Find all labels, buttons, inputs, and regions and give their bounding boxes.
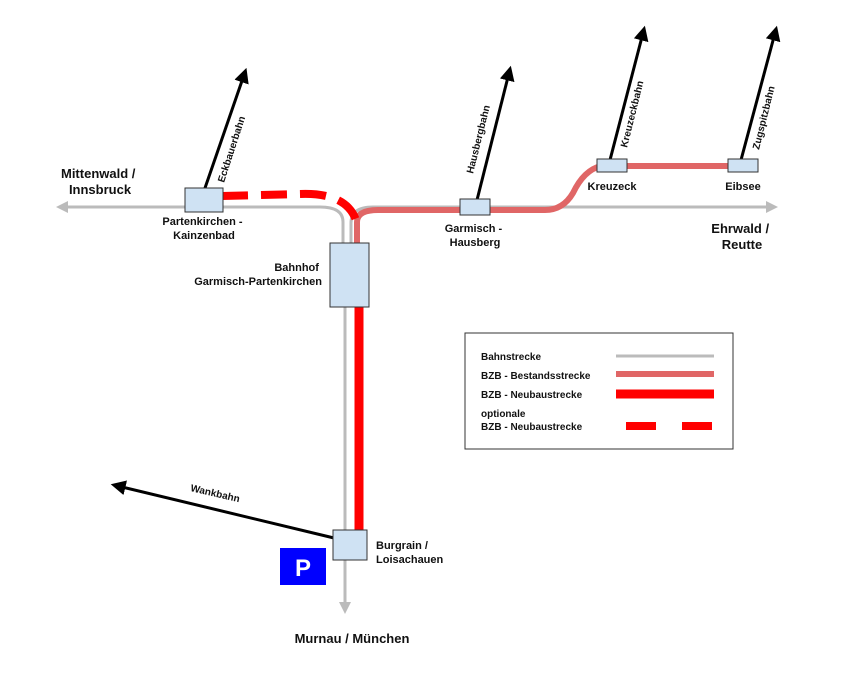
destination-west: Mittenwald / Innsbruck [61,166,139,197]
station-bahnhof-box [329,242,370,308]
cableway-wank-label: Wankbahn [189,483,240,505]
cableway-wank-arrow [110,480,335,540]
station-partenkirchen-label: Partenkirchen - Kainzenbad [162,216,245,242]
station-kreuzeck-box [596,158,628,173]
stations [184,158,759,561]
station-burgrain-label: Burgrain / Loisachauen [376,540,444,566]
legend-optional-label: optionale BZB - Neubaustrecke [481,409,583,433]
station-eibsee-box [727,158,759,173]
station-kreuzeck-label: Kreuzeck [588,181,638,193]
cableway-hausberg-label: Hausbergbahn [465,104,493,175]
cableway-eckbauer-arrow [203,67,249,189]
cableway-hausberg-arrow [475,65,515,201]
destination-south: Murnau / München [295,631,410,646]
cableway-zugspitz-label: Zugspitzbahn [751,85,777,151]
station-hausberg-box [459,198,491,216]
station-burgrain-box [332,529,368,561]
cableway-zugspitz-arrow [739,25,781,161]
legend-existing-label: BZB - Bestandsstrecke [481,371,591,382]
legend-new-label: BZB - Neubaustrecke [481,390,583,401]
station-eibsee-label: Eibsee [725,181,760,193]
destination-east: Ehrwald / Reutte [711,221,772,252]
parking-sign [280,548,326,585]
bzb-existing-line [354,163,742,243]
legend-rail-label: Bahnstrecke [481,352,541,363]
parking-label: P [295,555,311,582]
bzb-optional-line [221,189,362,229]
station-bahnhof-label: Bahnhof Garmisch-Partenkirchen [194,262,322,288]
rail-line-east [349,201,778,243]
rail-line-west [56,201,345,243]
cableway-kreuzeck-arrow [608,25,649,161]
station-hausberg-label: Garmisch - Hausberg [445,223,506,249]
cableways [110,25,781,540]
legend: Bahnstrecke BZB - Bestandsstrecke BZB - … [464,332,734,450]
station-partenkirchen-box [184,187,224,213]
cableway-eckbauer-label: Eckbauerbahn [216,115,248,184]
